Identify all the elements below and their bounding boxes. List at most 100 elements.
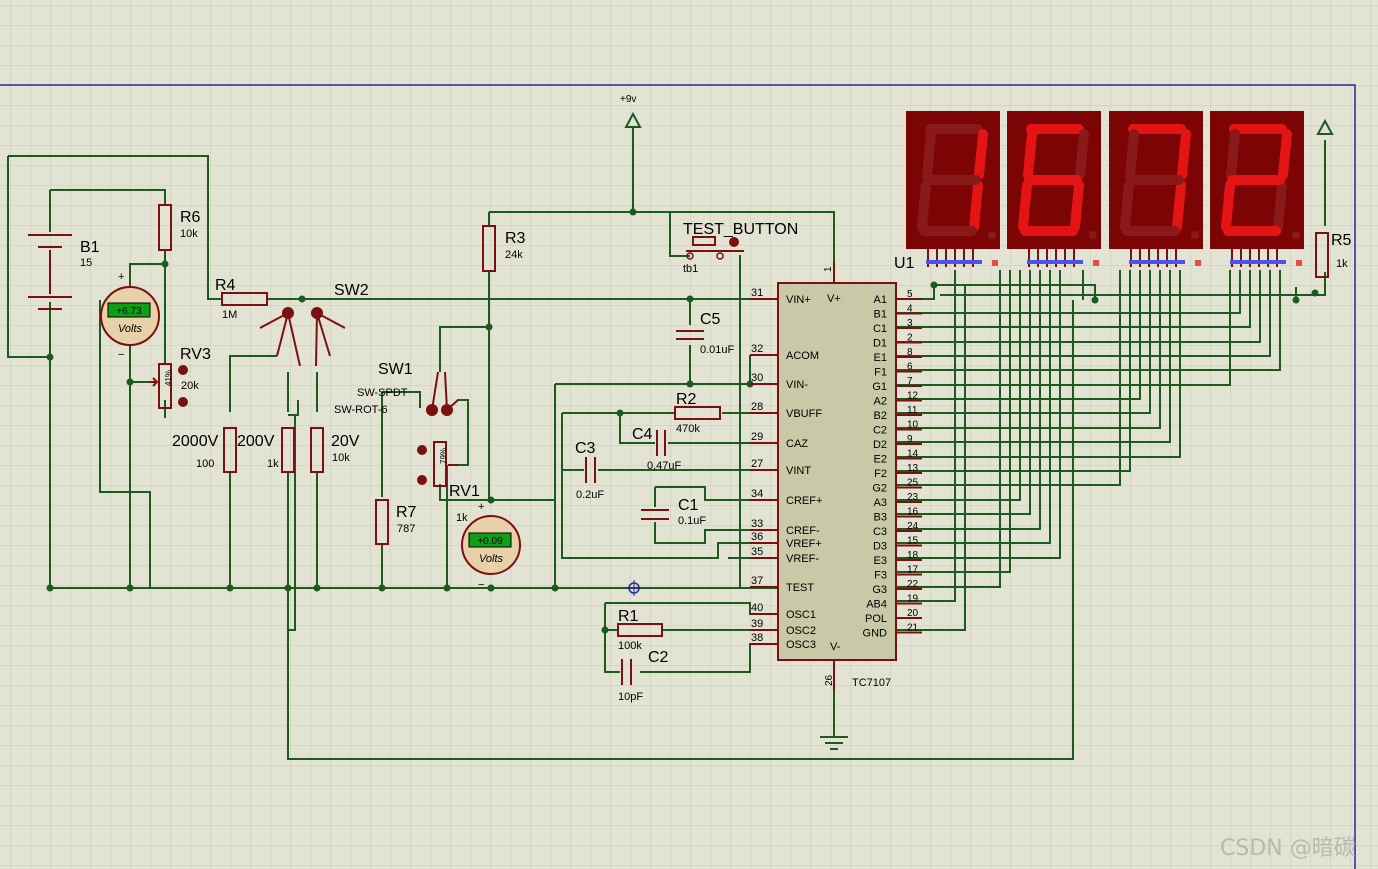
resistor-r1[interactable]: R1 100k <box>617 608 663 652</box>
rv1-dec-button[interactable] <box>417 475 427 485</box>
switch-sw2[interactable]: SW2 <box>259 282 369 367</box>
r3-value: 24k <box>505 249 523 261</box>
capacitor-c3[interactable]: C3 0.2uF <box>575 440 604 501</box>
chip-pin-number: 19 <box>907 594 919 605</box>
resistor-20v[interactable]: 20V 10k <box>310 427 360 473</box>
digit <box>906 111 1000 267</box>
resistor-r2[interactable]: R2 470k <box>674 391 721 435</box>
rv3-value: 20k <box>181 380 199 392</box>
junction-dot <box>551 584 559 592</box>
chip-pin-label: POL <box>865 613 887 625</box>
rv3-dec-button[interactable] <box>178 397 188 407</box>
battery-b1[interactable]: B1 15 <box>28 234 100 310</box>
resistor-r4[interactable]: R4 1M <box>215 277 268 321</box>
test-button-value: tb1 <box>683 263 698 275</box>
junction-dot <box>629 208 637 216</box>
chip-pin-label: E3 <box>874 555 887 567</box>
chip-pin-label: VREF- <box>786 553 819 565</box>
junction-dot <box>226 584 234 592</box>
r20-ref: 20V <box>331 433 360 450</box>
rv1-inc-button[interactable] <box>417 445 427 455</box>
resistor-r5[interactable]: R5 1k <box>1315 232 1352 278</box>
chip-pin-label: OSC1 <box>786 609 816 621</box>
origin-marker <box>626 580 642 596</box>
chip-pin-label: F2 <box>874 468 887 480</box>
chip-pin-label: G2 <box>872 483 887 495</box>
voltmeter-2-reading: +0.09 <box>477 536 503 547</box>
chip-pin-number: 11 <box>907 405 918 416</box>
chip-pin-number: 17 <box>907 565 919 576</box>
voltmeter-1[interactable]: +6.73 Volts + − <box>100 271 160 361</box>
chip-pin-label: A3 <box>874 497 887 509</box>
voltmeter-2-minus: − <box>478 579 484 591</box>
test-button-ref: TEST_BUTTON <box>683 221 798 238</box>
c1-ref: C1 <box>678 497 699 514</box>
battery-ref: B1 <box>80 239 100 256</box>
rv1-value: 1k <box>456 512 468 524</box>
ic-tc7107[interactable]: 1 V+ 26 V- TC7107 31VIN+32ACOM30VIN-28VB… <box>750 262 922 690</box>
chip-pin-label: D1 <box>873 338 887 350</box>
junction-dot <box>126 378 134 386</box>
chip-pin-number: 6 <box>907 362 913 373</box>
r5-value: 1k <box>1336 258 1348 270</box>
chip-pin-label: C1 <box>873 323 887 335</box>
chip-pin-number: 13 <box>907 463 919 474</box>
chip-pin-number: 31 <box>751 287 763 299</box>
chip-pin-number: 35 <box>751 546 763 558</box>
resistor-r6[interactable]: R6 10k <box>158 204 201 251</box>
chip-pin-label: ACOM <box>786 350 819 362</box>
sw1-ref: SW1 <box>378 361 413 378</box>
junction-dot <box>487 496 495 504</box>
chip-pin-label: C3 <box>873 526 887 538</box>
resistor-r7[interactable]: R7 787 <box>375 499 417 545</box>
chip-pin26-num: 26 <box>824 674 835 686</box>
junction-dots <box>46 208 1319 634</box>
chip-pin-label: CREF- <box>786 525 820 537</box>
chip-pin-label: G3 <box>872 584 887 596</box>
voltmeter-2-plus: + <box>478 501 484 513</box>
chip-pin-label: E2 <box>874 454 887 466</box>
resistor-200v[interactable]: 200V 1k <box>237 427 295 473</box>
chip-pin-number: 14 <box>907 449 919 460</box>
chip-pin-number: 9 <box>907 434 913 445</box>
junction-dot <box>1091 296 1099 304</box>
junction-dot <box>46 353 54 361</box>
chip-pin-label: TEST <box>786 582 814 594</box>
voltmeter-2[interactable]: +0.09 Volts + − <box>461 501 521 591</box>
chip-pin-label: E1 <box>874 352 887 364</box>
capacitor-c1[interactable]: C1 0.1uF <box>641 497 706 527</box>
chip-pin1-num: 1 <box>823 266 834 272</box>
chip-pin-label: OSC3 <box>786 639 816 651</box>
chip-pin-label: G1 <box>872 381 887 393</box>
resistor-r3[interactable]: R3 24k <box>482 225 526 272</box>
c4-value: 0.47uF <box>647 460 682 472</box>
resistor-2000v[interactable]: 2000V 100 <box>172 427 237 473</box>
junction-dot <box>930 281 938 289</box>
potentiometer-rv1[interactable]: 79% RV1 1k <box>417 441 480 524</box>
chip-pin-number: 27 <box>751 458 763 470</box>
junction-dot <box>601 626 609 634</box>
c2-value: 10pF <box>618 691 643 703</box>
chip-pin-number: 30 <box>751 372 763 384</box>
junction-dot <box>284 584 292 592</box>
chip-pin-label: C2 <box>873 425 887 437</box>
chip-pin-label: B1 <box>874 309 887 321</box>
junction-dot <box>616 409 624 417</box>
capacitor-c4[interactable]: C4 0.47uF <box>632 426 682 472</box>
capacitor-c2[interactable]: C2 10pF <box>618 649 669 703</box>
test-button[interactable]: TEST_BUTTON tb1 <box>683 221 798 275</box>
rv3-inc-button[interactable] <box>178 365 188 375</box>
chip-pin-label: VIN+ <box>786 294 811 306</box>
chip-pin-label: CAZ <box>786 438 808 450</box>
voltmeter-1-plus: + <box>118 271 124 283</box>
capacitor-c5[interactable]: C5 0.01uF <box>676 311 735 356</box>
battery-value: 15 <box>80 257 92 269</box>
chip-pin-label: B2 <box>874 410 887 422</box>
chip-pin-number: 23 <box>907 492 919 503</box>
potentiometer-rv3[interactable]: 41% RV3 20k <box>150 346 211 409</box>
vcc-label: +9v <box>620 94 636 105</box>
chip-pin-number: 10 <box>907 420 919 431</box>
sheet-border <box>0 84 1356 869</box>
switch-sw1[interactable]: SW1 SW-SPDT SW-ROT-6 <box>334 361 459 416</box>
